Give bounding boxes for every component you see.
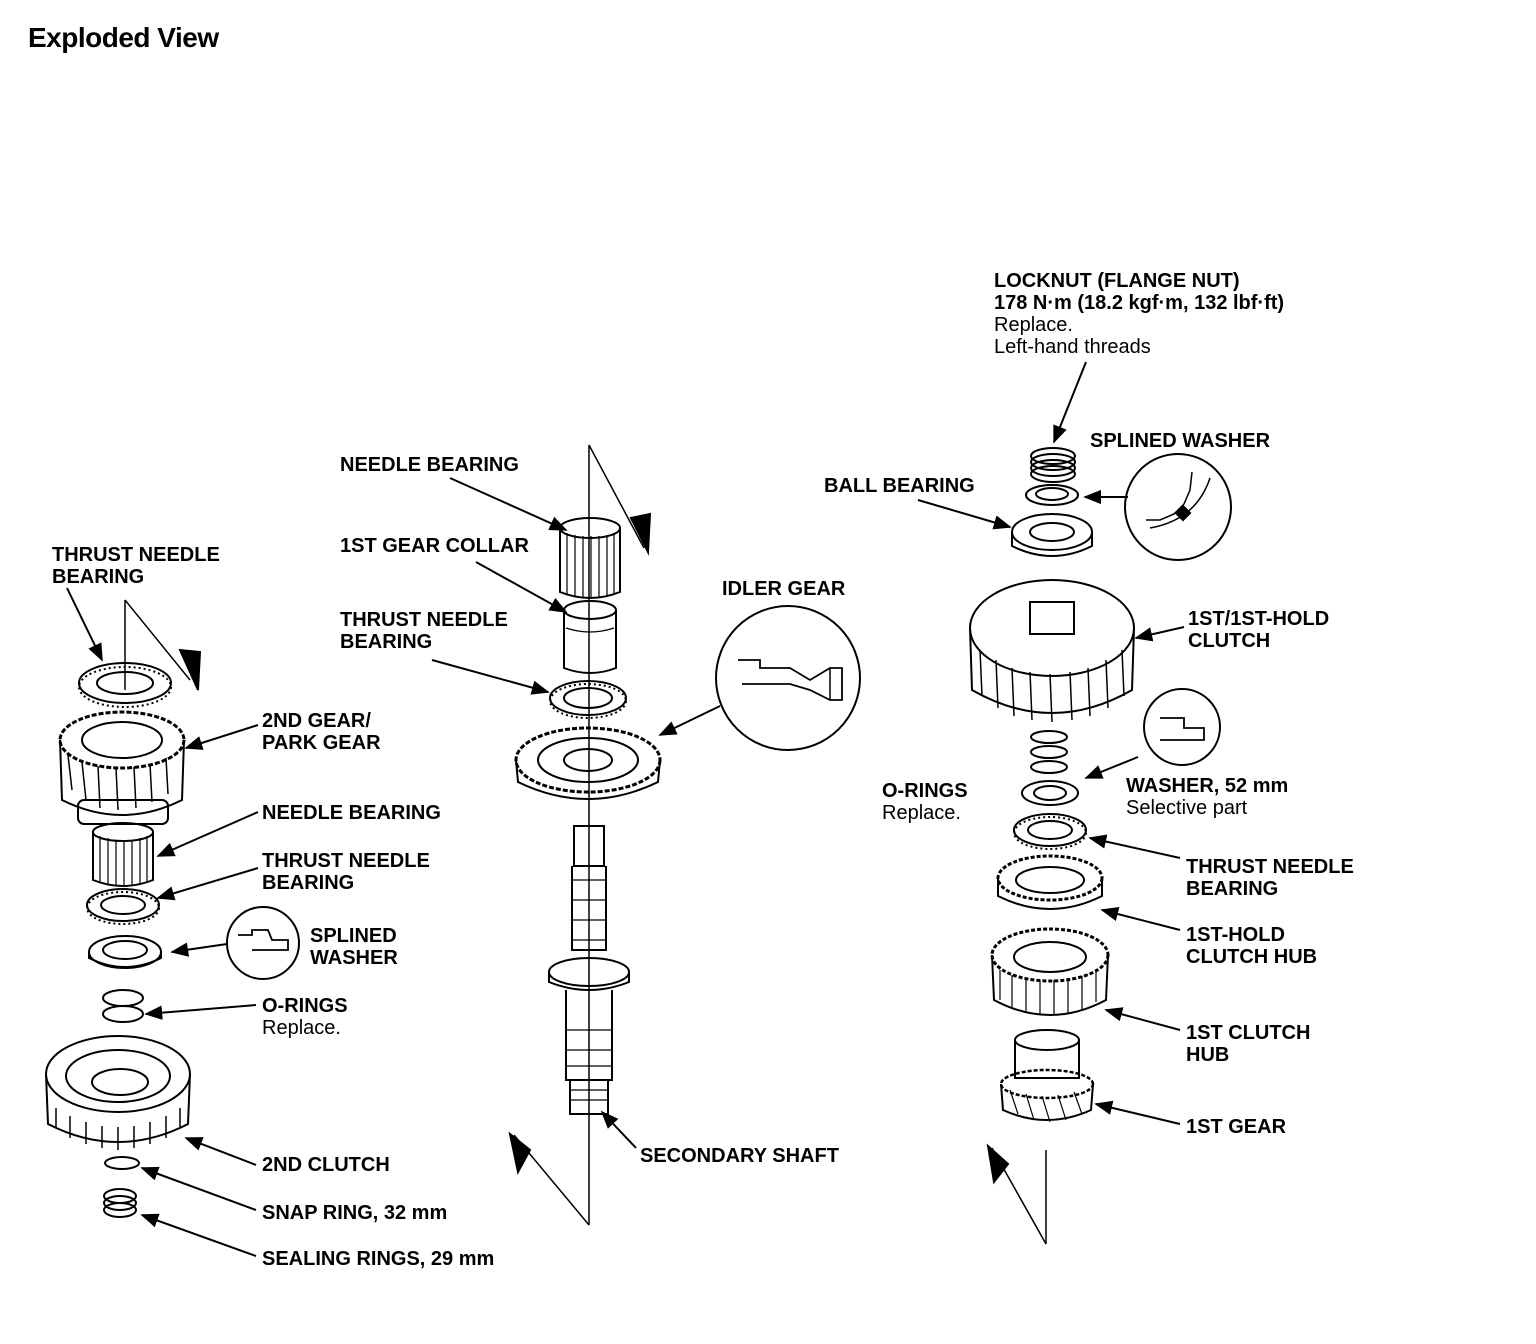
label-snap-ring: SNAP RING, 32 mm: [262, 1202, 448, 1224]
label-idler-gear: IDLER GEAR: [722, 578, 846, 600]
label-ball-bearing: BALL BEARING: [824, 475, 975, 497]
label-needle-bearing-left: NEEDLE BEARING: [262, 802, 441, 824]
thrust-needle-bearing-mid-part: [86, 888, 160, 925]
label-secondary-shaft: SECONDARY SHAFT: [640, 1145, 839, 1167]
center-thrust-needle-bearing-part: [549, 680, 627, 719]
label-first-gear-collar: 1ST GEAR COLLAR: [340, 535, 529, 557]
label-splined-washer-left: SPLINED WASHER: [310, 925, 398, 969]
first-clutch-hub-part: [990, 927, 1110, 1016]
idler-gear-part: [514, 726, 662, 800]
label-o-rings-left: O-RINGS Replace.: [262, 995, 348, 1039]
splined-washer-detail-circle: [226, 906, 300, 980]
splined-washer-detail-circle-right: [1124, 453, 1232, 561]
label-o-rings-right: O-RINGS Replace.: [882, 780, 968, 824]
label-second-gear-park-gear: 2ND GEAR/ PARK GEAR: [262, 710, 381, 754]
thrust-needle-bearing-part: [78, 662, 172, 708]
label-needle-bearing-center: NEEDLE BEARING: [340, 454, 519, 476]
idler-gear-detail-circle: [715, 605, 861, 751]
first-hold-clutch-hub-part: [996, 854, 1104, 910]
first-gear-collar-part: [563, 600, 617, 674]
label-thrust-needle-bearing-left-mid: THRUST NEEDLE BEARING: [262, 850, 430, 894]
label-first-gear: 1ST GEAR: [1186, 1116, 1287, 1138]
first-gear-part: [999, 1029, 1095, 1123]
label-second-clutch: 2ND CLUTCH: [262, 1154, 390, 1176]
label-thrust-needle-bearing-right: THRUST NEEDLE BEARING: [1186, 856, 1354, 900]
secondary-shaft-part: [548, 825, 630, 1115]
right-assembly: [917, 361, 1232, 1245]
page-title: Exploded View: [28, 22, 219, 53]
locknut-part: [1030, 447, 1076, 483]
label-locknut: LOCKNUT (FLANGE NUT) 178 N·m (18.2 kgf·m…: [994, 270, 1285, 358]
second-gear-part: [58, 710, 186, 825]
second-clutch-part: [45, 1035, 191, 1150]
label-first-clutch-hub: 1ST CLUTCH HUB: [1186, 1022, 1311, 1066]
splined-washer-part: [88, 935, 162, 969]
center-assembly: [431, 444, 861, 1226]
washer-detail-circle: [1143, 688, 1221, 766]
right-o-rings-part: [1030, 730, 1068, 774]
ball-bearing-part: [1011, 513, 1093, 557]
label-thrust-needle-bearing-center: THRUST NEEDLE BEARING: [340, 609, 508, 653]
o-rings-part: [102, 989, 144, 1023]
label-first-hold-clutch-hub: 1ST-HOLD CLUTCH HUB: [1186, 924, 1318, 968]
sealing-rings-part: [103, 1188, 137, 1218]
right-splined-washer-part: [1025, 484, 1079, 506]
right-thrust-needle-bearing-part: [1013, 813, 1087, 850]
snap-ring-part: [104, 1156, 140, 1170]
label-sealing-rings: SEALING RINGS, 29 mm: [262, 1248, 495, 1270]
center-needle-bearing-part: [559, 517, 621, 599]
label-thrust-needle-bearing-left-top: THRUST NEEDLE BEARING: [52, 544, 220, 588]
label-washer-52mm: WASHER, 52 mm Selective part: [1126, 775, 1289, 819]
left-assembly: [45, 587, 300, 1257]
needle-bearing-part: [92, 822, 154, 887]
label-splined-washer-right: SPLINED WASHER: [1090, 430, 1271, 452]
first-1st-hold-clutch-part: [969, 579, 1135, 723]
label-first-1st-hold-clutch: 1ST/1ST-HOLD CLUTCH: [1188, 608, 1330, 652]
washer-52-part: [1021, 780, 1079, 806]
